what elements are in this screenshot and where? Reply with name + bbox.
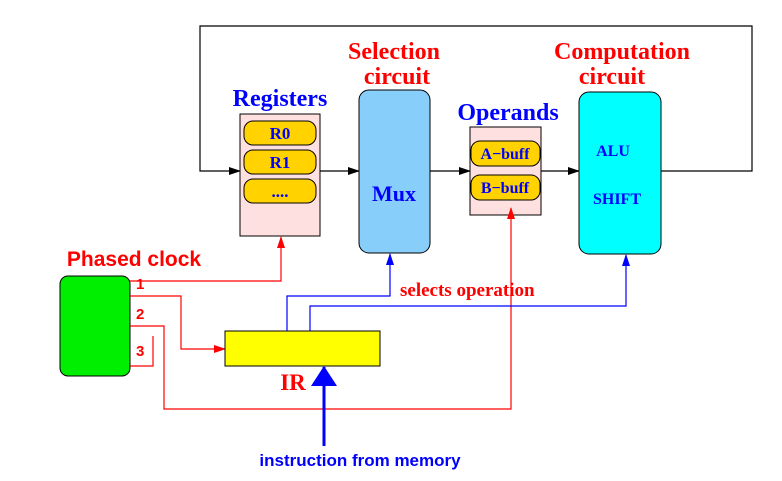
wire-phase1-to-registers (130, 236, 285, 282)
control-wires (286, 253, 630, 331)
register-label: .... (272, 182, 289, 201)
clock-wires (130, 207, 515, 410)
ir-label: IR (280, 370, 306, 395)
computation-circuit-label: Computation circuit (554, 39, 696, 90)
register-label: R1 (270, 153, 291, 172)
clock-phase-1: 1 (136, 276, 144, 293)
alu-box (578, 91, 662, 255)
phased-clock-label: Phased clock (67, 248, 202, 271)
phased-clock-block: 1 2 3 (59, 275, 144, 377)
selects-operation-label: selects operation (400, 280, 535, 301)
b-buff-label: B−buff (481, 180, 530, 197)
ir-block: IR (224, 330, 381, 395)
wire-ir-to-alu (309, 254, 630, 331)
register-cell (243, 149, 317, 175)
computation-line-1: Computation (554, 39, 690, 65)
register-cell (243, 120, 317, 146)
registers-block: R0R1.... (239, 113, 321, 237)
b-buff-cell (470, 174, 541, 201)
clock-phase-3: 3 (136, 343, 144, 360)
a-buff-label: A−buff (480, 146, 530, 163)
selection-line-1: Selection (348, 39, 440, 65)
a-buff-cell (470, 140, 541, 167)
operands-label: Operands (457, 100, 558, 126)
computation-line-2: circuit (579, 64, 645, 90)
alu-label: ALU (596, 143, 630, 160)
instruction-from-memory-label: instruction from memory (259, 451, 461, 470)
wire-phase3 (130, 336, 154, 367)
operands-panel (469, 126, 542, 216)
selection-circuit-label: Selection circuit (348, 39, 446, 90)
clock-phase-2: 2 (136, 306, 144, 323)
register-cell (243, 178, 317, 204)
mux-box (358, 89, 431, 254)
clock-box (59, 275, 131, 377)
ir-box (224, 330, 381, 367)
wire-ir-to-mux (286, 253, 394, 331)
alu-block: ALU SHIFT (578, 91, 662, 255)
mux-block: Mux (358, 89, 431, 254)
register-label: R0 (270, 124, 291, 143)
mux-label: Mux (372, 181, 416, 206)
wire-phase2-to-operands (130, 207, 515, 410)
wire-phase1-to-ir (130, 295, 226, 353)
feedback-wire (199, 25, 753, 175)
datapath-wires (199, 25, 753, 175)
shift-label: SHIFT (593, 191, 641, 208)
registers-label: Registers (233, 86, 328, 112)
selection-line-2: circuit (364, 64, 430, 90)
